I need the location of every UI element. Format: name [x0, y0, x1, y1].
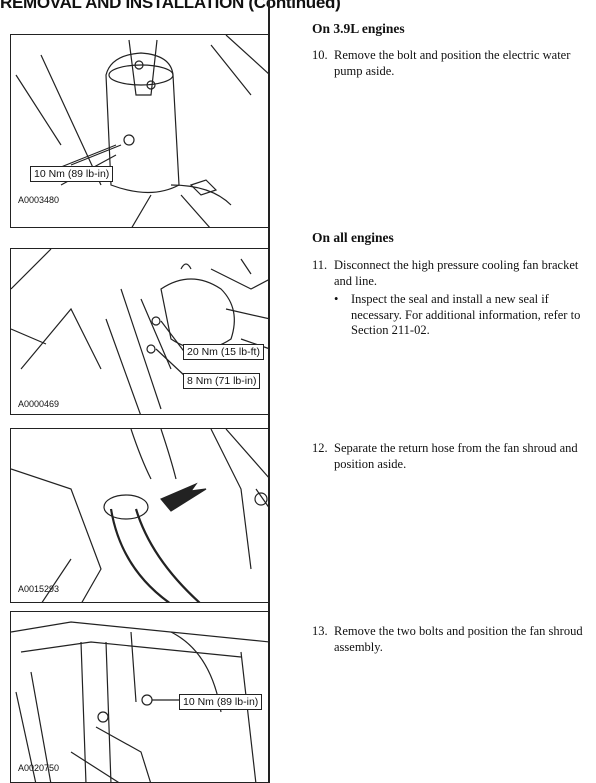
step-11: 11. Disconnect the high pressure cooling… [312, 258, 584, 289]
section-heading-all-engines: On all engines [312, 230, 394, 245]
torque-label-line-fitting: 8 Nm (71 lb-in) [183, 373, 261, 389]
step-text: Disconnect the high pressure cooling fan… [334, 258, 579, 288]
fan-bracket-illustration [11, 249, 268, 414]
page-header: REMOVAL AND INSTALLATION (Continued) [0, 0, 341, 12]
step-number: 11. [312, 258, 328, 272]
step-number: 12. [312, 441, 328, 455]
figure-id: A0015293 [18, 584, 60, 594]
step-11-bullet: • Inspect the seal and install a new sea… [334, 292, 586, 339]
figure-water-pump: 10 Nm (89 lb-in) A0003480 [10, 34, 269, 228]
step-text: Remove the bolt and position the electri… [334, 48, 571, 78]
torque-label-bracket-bolt: 20 Nm (15 lb-ft) [183, 344, 264, 360]
figure-fan-bracket: 20 Nm (15 lb-ft) 8 Nm (71 lb-in) A000046… [10, 248, 269, 415]
water-pump-illustration [15, 35, 268, 227]
figure-id: A0020750 [18, 763, 60, 773]
figure-fan-shroud: 10 Nm (89 lb-in) A0020750 [10, 611, 269, 783]
section-heading-3-9l: On 3.9L engines [312, 21, 405, 36]
step-text: Remove the two bolts and position the fa… [334, 624, 583, 654]
torque-label-water-pump-bolt: 10 Nm (89 lb-in) [30, 166, 114, 182]
figure-id: A0003480 [18, 195, 60, 205]
step-12: 12. Separate the return hose from the fa… [312, 441, 584, 472]
step-10: 10. Remove the bolt and position the ele… [312, 48, 584, 79]
step-number: 10. [312, 48, 328, 62]
step-number: 13. [312, 624, 328, 638]
figure-id: A0000469 [18, 399, 60, 409]
fan-shroud-illustration [11, 621, 268, 782]
step-text: Separate the return hose from the fan sh… [334, 441, 578, 471]
return-hose-illustration [11, 429, 268, 602]
step-13: 13. Remove the two bolts and position th… [312, 624, 584, 655]
figure-return-hose: A0015293 [10, 428, 269, 603]
torque-label-shroud-bolt: 10 Nm (89 lb-in) [179, 694, 263, 710]
bullet-text: Inspect the seal and install a new seal … [351, 292, 581, 337]
bullet-symbol: • [334, 292, 339, 306]
